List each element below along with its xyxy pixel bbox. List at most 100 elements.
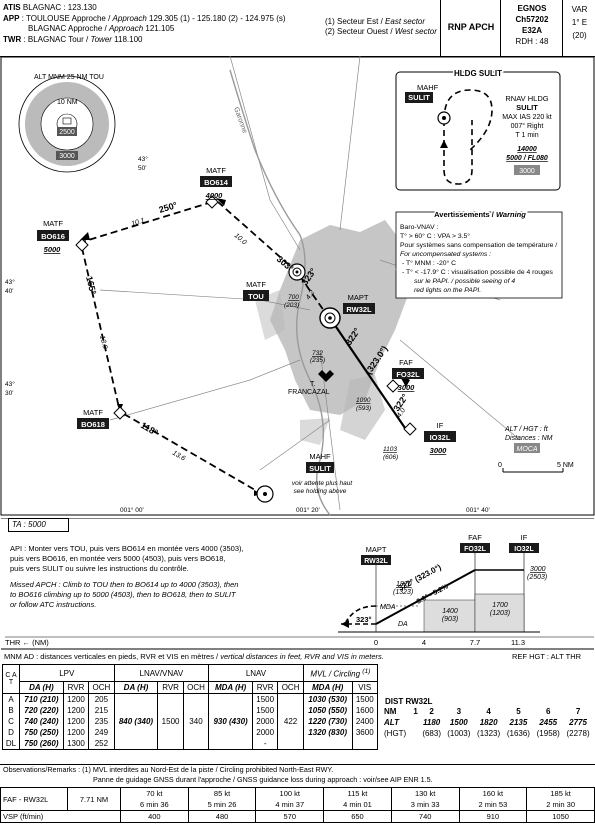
units-moca: MOCA [517,446,538,453]
lnvnav-da-h: DA (H) [113,681,159,694]
var-label: VAR [571,5,588,14]
remarks: Observations/Remarks : (1) MVL interdite… [0,764,595,785]
time-130: 3 min 33 [390,799,460,811]
profile-d0: 0 [374,638,378,647]
bo616-role: MATF [43,219,63,228]
time-115: 4 min 01 [323,799,392,811]
mvl-mda-h: MDA (H) [302,681,353,694]
bo616-label: BO616 [41,232,65,241]
lat-label-3b: 30' [5,390,13,397]
warn-line-2: T° > 60° C : VPA > 3.5° [400,232,470,240]
hold-rnav: RNAV HLDG [505,94,548,103]
lpv-och-a: 205 [94,695,109,704]
speed-85: 85 kt [187,787,257,799]
lon-label-2: 001° 20' [296,506,320,514]
cat-a: A [8,695,14,704]
msa-inner-alt: 2500 [59,129,75,136]
hold-fix: SULIT [516,103,538,112]
msa-title: ALT MNM 25 NM TOU [34,74,104,81]
dist-alt-7: 2775 [569,718,587,727]
dist-nm-1: 1 [413,707,418,716]
profile-1820: 1820 [396,581,412,588]
lnvnav-rvr: 1500 [157,693,184,750]
warn-title-en: Warning [496,210,526,219]
msa-outer-alt: 3000 [59,153,75,160]
speed-115: 115 kt [323,787,392,799]
lat-label-2: 43° [5,278,15,286]
twr-label: TWR [3,34,22,44]
obs-box-903: (903) [442,616,458,623]
obs-700: 700 [288,294,299,301]
warn-line-1: Baro-VNAV : [400,224,439,231]
dist-nm-2: 2 [429,707,434,716]
dist-nm-3: 3 [456,707,462,716]
lat-label-1: 43° [138,155,148,163]
lnav-rvr-b: 1500 [256,706,275,715]
scale-bar: 0 5 NM [498,462,574,473]
lpv-da-b: 720 (220) [24,706,59,715]
profile-2503: (2503) [527,574,547,581]
variation-cell: VAR 1° E (20) [562,0,595,59]
atis-value: BLAGNAC : 123.130 [22,3,97,12]
lpv-header: LPV [19,664,115,682]
sulit-note-1: voir attente plus haut [292,480,354,487]
hold-max-alt: 14000 [517,146,537,153]
sector2-fr: (2) Secteur Ouest / [325,27,395,36]
sector1-fr: (1) Secteur Est / [325,17,386,26]
lnav-och: 422 [277,693,304,750]
vsp-85: 480 [187,810,257,823]
dist-4-0: 4.0 [396,407,407,419]
speed-160: 160 kt [458,787,528,799]
dist-nm-7: 7 [575,707,581,716]
warn-line-8: red lights on the PAPI. [414,287,481,294]
dist-alt-3: 1500 [449,718,468,727]
speed-100: 100 kt [255,787,325,799]
holding-inset: HLDG SULIT MAHF SULIT RNAV HLDG SULIT MA… [395,68,561,191]
lnav-vnav-header: LNAV/VNAV [113,664,210,682]
bo614-label: BO614 [204,178,229,187]
minima-header: MNM AD : distances verticales en pieds, … [4,652,384,661]
dist-hgt-2: (683) [422,729,441,738]
warning-box: Avertissements / Warning Baro-VNAV : T° … [395,209,563,299]
var-year: (20) [572,31,587,40]
lnav-header: LNAV [208,664,304,682]
missed-line-2: to BO616 climbing up to 5000 (4503), the… [10,590,236,599]
final-approach-track [329,317,406,429]
var-value: 1° E [571,18,588,27]
obs-1103-hgt: (606) [383,454,398,461]
profile-if: IF [521,533,528,542]
cat-c: C [8,717,14,726]
dist-hgt-3: (1003) [447,729,471,738]
warn-line-4: For uncompensated systems : [400,251,491,258]
dist-hgt-h: (HGT) [384,729,407,738]
bo614-role: MATF [206,166,226,175]
lnvnav-rvr-h: RVR [157,681,184,694]
tou-role: MATF [246,280,266,289]
faf-rw-label: FAF - RW32L [0,787,68,811]
speed-table: FAF - RW32L 7.71 NM 70 kt 85 kt 100 kt 1… [0,787,595,823]
mvl-note: (1) [362,667,371,675]
lnav-mda: 930 (430) [208,693,253,750]
remark-2: Panne de guidage GNSS durant l'approche … [93,775,433,784]
waypoint-sulit: MAHF SULIT voir attente plus haut see ho… [256,452,354,503]
waypoint-bo614: MATF BO614 4000 [200,166,232,209]
time-70: 6 min 36 [120,799,189,811]
dist-10-1: 10.1 [131,217,146,228]
mvl-header: MVL / Circling (1) [302,664,379,682]
lpv-da-dl: 750 (260) [24,739,59,748]
francazal-label: FRANCAZAL [288,389,330,396]
mvl-vis-c: 2400 [355,717,374,726]
mvl-mda-d: 1320 (830) [308,728,347,737]
vsp-185: 1050 [526,810,595,823]
lpv-rvr-b: 1200 [67,706,85,715]
sulit-label: SULIT [309,464,331,473]
profile-io32l: IO32L [514,546,534,553]
obs-1103: 1103 [383,446,397,453]
scale-0: 0 [498,462,502,469]
dist-hgt-6: (1958) [536,729,560,738]
lpv-da-c: 740 (240) [24,717,59,726]
time-185: 2 min 30 [526,799,595,811]
lpv-och-c: 235 [94,717,109,726]
lpv-rvr-c: 1200 [67,717,85,726]
